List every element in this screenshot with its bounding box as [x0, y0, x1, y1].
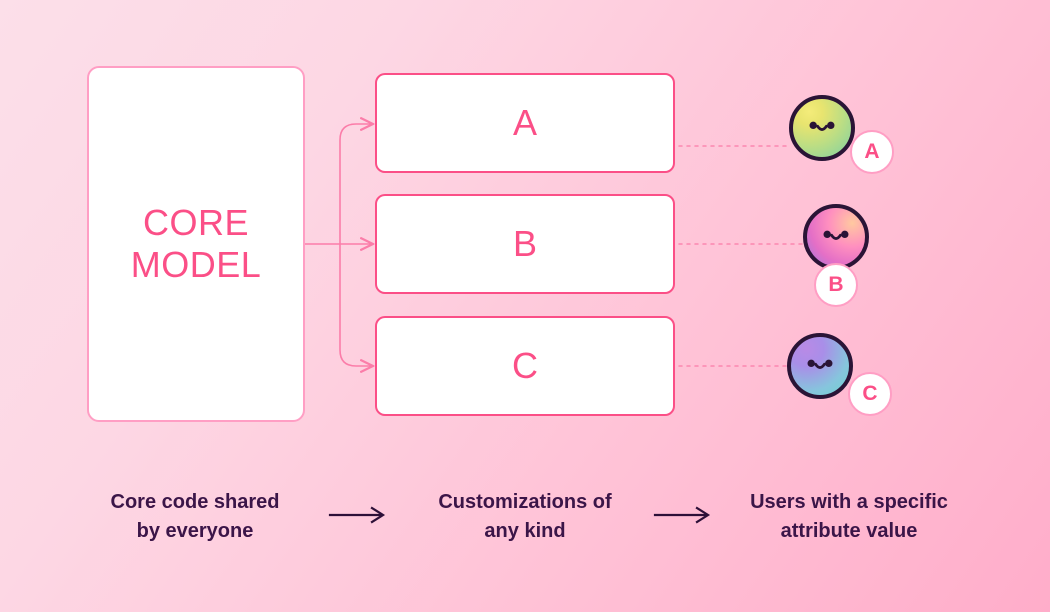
caption-users: Users with a specific attribute value: [750, 491, 948, 542]
caption-customizations: Customizations of any kind: [438, 491, 612, 542]
customization-box-c[interactable]: C: [375, 316, 675, 416]
connector-core-to-c: [339, 244, 373, 366]
customization-letter-b: B: [512, 223, 537, 264]
user-badge-b[interactable]: B: [814, 263, 858, 307]
customization-letter-c: C: [512, 345, 538, 386]
customization-box-b[interactable]: B: [375, 194, 675, 294]
caption-arrow-2: [653, 506, 711, 524]
customization-letter-a: A: [512, 102, 537, 143]
smiling-face-icon: [809, 121, 835, 131]
user-badge-a[interactable]: A: [850, 130, 894, 174]
core-model-label: CORE MODEL: [130, 202, 262, 285]
user-avatar-a[interactable]: [789, 95, 855, 161]
smiling-face-icon: [807, 359, 833, 369]
caption-core: Core code shared by everyone: [110, 491, 280, 542]
core-model-box[interactable]: CORE MODEL: [87, 66, 305, 422]
core-to-customizations-connectors: [305, 124, 373, 366]
connector-core-to-a: [339, 124, 373, 244]
smiling-face-icon: [823, 230, 849, 240]
user-badge-c[interactable]: C: [848, 372, 892, 416]
caption-arrow-1: [328, 506, 386, 524]
user-avatar-c[interactable]: [787, 333, 853, 399]
customization-box-a[interactable]: A: [375, 73, 675, 173]
user-avatar-b[interactable]: [803, 204, 869, 270]
customization-to-user-links: [678, 145, 807, 367]
